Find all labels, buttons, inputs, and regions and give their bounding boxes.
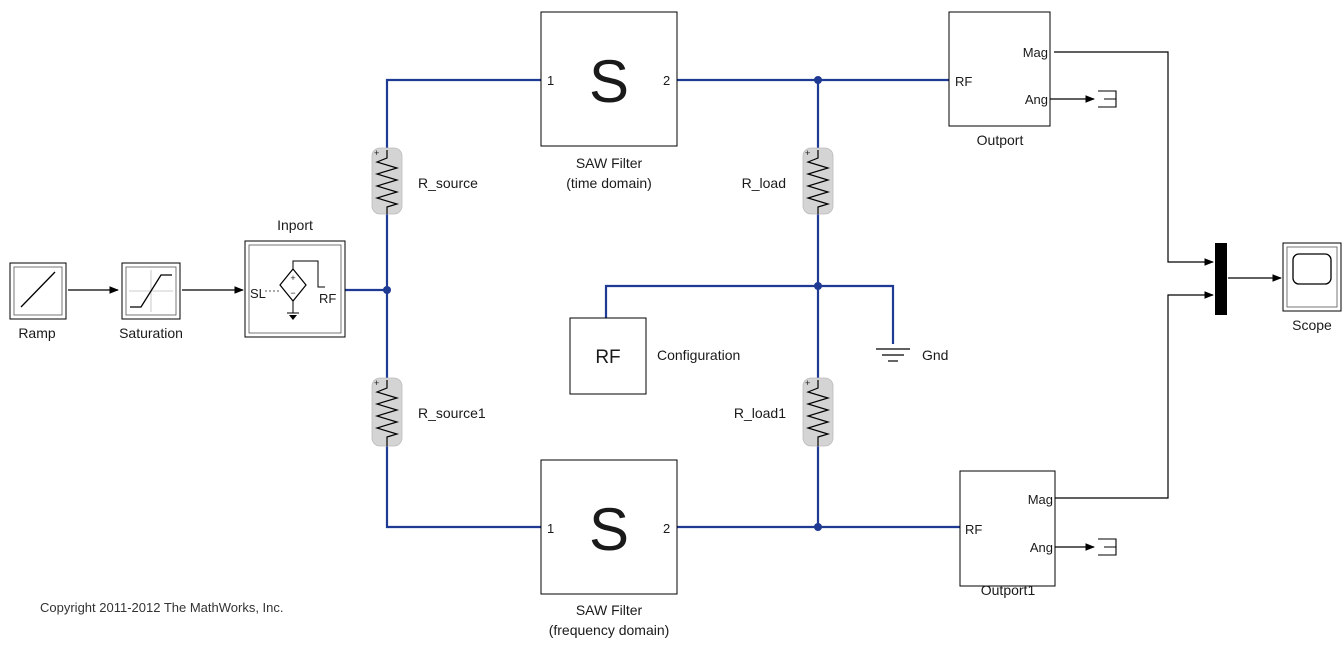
signal-outport-mag-to-mux[interactable] xyxy=(1054,51,1214,266)
r-load1-plus-glyph: + xyxy=(805,378,810,388)
outport-block[interactable]: Mag Ang RF Outport xyxy=(948,11,1051,148)
outport1-block[interactable]: Mag Ang RF Outport1 xyxy=(959,470,1056,598)
ramp-inner xyxy=(13,266,63,316)
ramp-icon xyxy=(20,271,56,308)
junction-dot-load-bottom xyxy=(814,523,822,531)
saw-time-port-out: 2 xyxy=(663,73,670,88)
ramp-block[interactable]: Ramp xyxy=(9,262,67,341)
gnd-block[interactable]: Gnd xyxy=(876,347,948,363)
configuration-box xyxy=(569,317,647,395)
wire-configuration[interactable] xyxy=(604,284,818,318)
configuration-block[interactable]: RF Configuration xyxy=(569,317,740,395)
scope-inner xyxy=(1286,246,1338,308)
outport-port-ang: Ang xyxy=(1025,92,1048,107)
r-load-plus-glyph: + xyxy=(805,148,810,158)
gnd-label: Gnd xyxy=(922,347,948,363)
outport1-label: Outport1 xyxy=(981,582,1036,598)
resistor-icon xyxy=(374,150,400,214)
saw-freq-port-in: 1 xyxy=(547,521,554,536)
saw-time-label-1: SAW Filter xyxy=(576,155,643,171)
ramp-box xyxy=(9,262,67,320)
r-source-block[interactable]: + R_source xyxy=(371,147,478,215)
resistor-icon xyxy=(805,380,831,446)
saw-freq-port-out: 2 xyxy=(663,521,670,536)
r-load1-label: R_load1 xyxy=(734,405,786,421)
r-source1-block[interactable]: + R_source1 xyxy=(371,377,486,447)
r-load-label: R_load xyxy=(742,175,786,191)
saw-time-port-in: 1 xyxy=(547,73,554,88)
ramp-label: Ramp xyxy=(18,325,56,341)
scope-block[interactable]: Scope xyxy=(1282,242,1342,333)
r-source1-label: R_source1 xyxy=(418,405,486,421)
saw-freq-box xyxy=(540,459,678,595)
wire-gnd[interactable] xyxy=(818,284,895,344)
outport1-box xyxy=(959,470,1056,587)
outport-box xyxy=(948,11,1051,127)
inport-block[interactable]: Inport SL + − RF xyxy=(244,217,346,338)
saw-freq-label-2: (frequency domain) xyxy=(549,622,670,638)
wire-rsource1-to-saw-freq[interactable] xyxy=(385,446,541,529)
outport1-port-rf: RF xyxy=(965,522,982,537)
r-source1-plus-glyph: + xyxy=(374,378,379,388)
junction-dot-load-top xyxy=(814,76,822,84)
outport-label: Outport xyxy=(977,132,1024,148)
outport-port-mag: Mag xyxy=(1023,45,1048,60)
resistor-icon xyxy=(805,150,831,214)
signal-outport1-mag-to-mux[interactable] xyxy=(1054,291,1214,499)
saw-filter-freq-block[interactable]: S 1 2 SAW Filter (frequency domain) xyxy=(540,459,678,638)
saw-time-symbol: S xyxy=(589,48,629,115)
r-load1-block[interactable]: + R_load1 xyxy=(734,377,834,447)
source-plus-glyph: + xyxy=(290,273,295,283)
inport-source-wire xyxy=(292,260,325,288)
scope-icon xyxy=(1292,253,1332,285)
outport1-port-ang: Ang xyxy=(1030,540,1053,555)
inport-box xyxy=(244,240,346,338)
physical-connections xyxy=(345,76,960,531)
saw-freq-symbol: S xyxy=(589,496,629,563)
copyright-text: Copyright 2011-2012 The MathWorks, Inc. xyxy=(40,600,284,615)
wire-rsource-to-saw-time[interactable] xyxy=(385,78,541,148)
saturation-label: Saturation xyxy=(119,325,183,341)
outport1-port-mag: Mag xyxy=(1028,492,1053,507)
saw-time-box xyxy=(540,11,678,147)
configuration-label: Configuration xyxy=(657,347,740,363)
r-source-label: R_source xyxy=(418,175,478,191)
saw-filter-time-block[interactable]: S 1 2 SAW Filter (time domain) xyxy=(540,11,678,191)
inport-ground-tri xyxy=(289,315,297,320)
saw-freq-label-1: SAW Filter xyxy=(576,602,643,618)
saturation-inner xyxy=(125,266,177,316)
terminator-icon[interactable] xyxy=(1098,90,1117,108)
saw-time-label-2: (time domain) xyxy=(566,175,652,191)
signal-connections xyxy=(68,51,1282,551)
inport-port-sl: SL xyxy=(250,286,266,301)
mux-block[interactable] xyxy=(1215,243,1227,315)
junction-dot-mid xyxy=(814,282,822,290)
saturation-block[interactable]: Saturation xyxy=(119,262,183,341)
scope-label: Scope xyxy=(1292,317,1332,333)
inport-inner xyxy=(248,244,342,334)
r-source-plus-glyph: + xyxy=(374,148,379,158)
inport-label: Inport xyxy=(277,217,313,233)
junction-dot-source xyxy=(383,286,391,294)
source-minus-glyph: − xyxy=(290,288,295,298)
inport-port-rf: RF xyxy=(319,291,336,306)
outport-port-rf: RF xyxy=(955,74,972,89)
resistor-icon xyxy=(374,380,400,446)
configuration-symbol: RF xyxy=(595,347,620,368)
terminator-icon[interactable] xyxy=(1098,538,1117,556)
saturation-icon xyxy=(130,274,172,308)
r-load-block[interactable]: + R_load xyxy=(742,147,834,215)
